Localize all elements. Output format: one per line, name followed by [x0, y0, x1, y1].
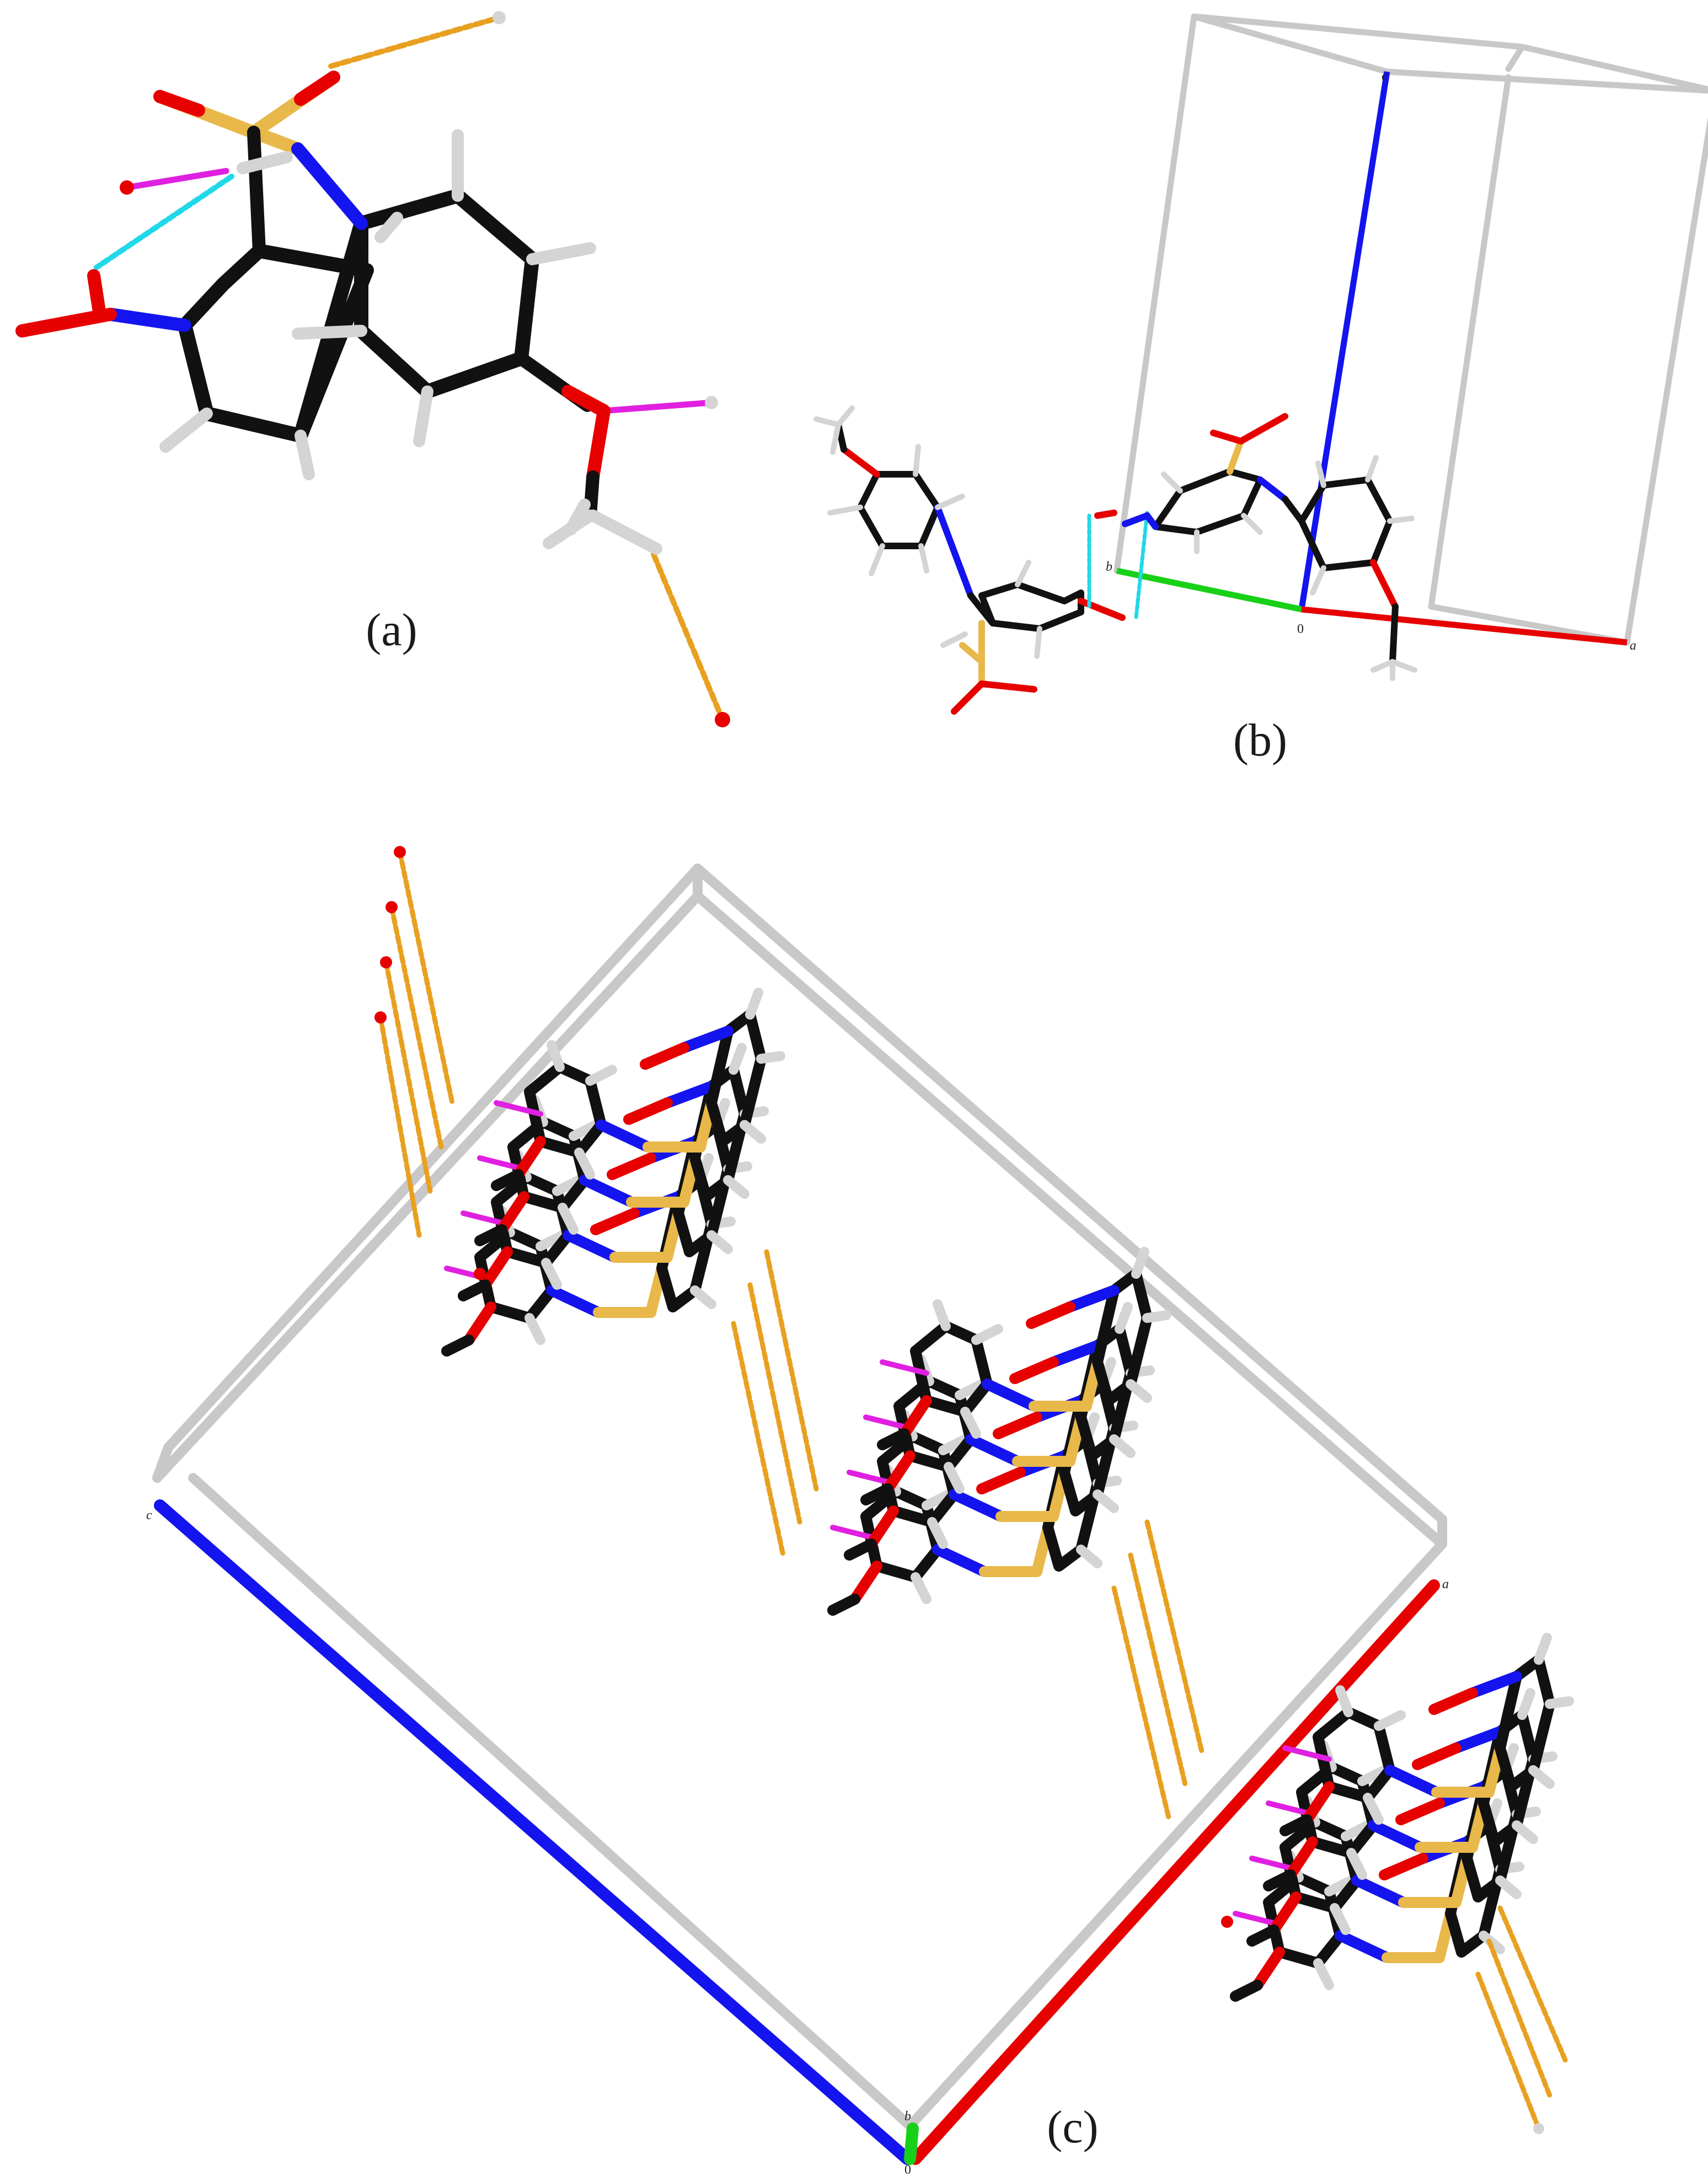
panel-a-molecule: (a) — [15, 11, 730, 727]
axis-label-a-c: a — [1442, 1577, 1449, 1591]
nitro-o1 — [15, 308, 117, 337]
axis-label-a-b: a — [1630, 639, 1636, 653]
unit-cell-box-b — [1113, 13, 1708, 646]
acceptor-atom-h-c — [1533, 2123, 1544, 2134]
hbond-magenta-oh — [601, 399, 715, 414]
methoxy-o — [561, 385, 611, 417]
axis-a-b — [1301, 606, 1627, 646]
sulfonyl-o2 — [294, 71, 340, 106]
acceptor-atom-top — [492, 11, 506, 24]
hydrogen-atoms-a — [159, 129, 662, 555]
n-h-bond — [237, 151, 293, 174]
nitro-o2 — [87, 269, 106, 318]
axis-c-b — [1298, 71, 1390, 610]
panel-c-label: (c) — [1047, 2102, 1098, 2153]
methyl-bond — [583, 470, 599, 522]
axis-label-origin-c: 0 — [904, 2163, 911, 2176]
nitro-n-c — [104, 308, 191, 332]
sulfonyl-s-n — [247, 126, 304, 156]
acceptor-atom-left — [120, 180, 134, 195]
hbond-orange-top — [328, 15, 502, 69]
axis-b-b — [1116, 567, 1303, 613]
panel-c-packing: c a b 0 — [146, 846, 1569, 2176]
hbond-magenta-nh — [124, 168, 229, 191]
axis-b-c — [904, 2123, 919, 2165]
sulfonyl-o1 — [153, 90, 205, 117]
axis-label-b-c: b — [904, 2109, 911, 2124]
methoxy-o-c — [586, 404, 611, 484]
molecule-stack-1 — [447, 993, 780, 1351]
acceptor-atom-right — [705, 396, 718, 409]
panel-b-label: (b) — [1233, 715, 1287, 766]
molecule-b-left — [813, 405, 1126, 715]
axis-label-b-b: b — [1106, 560, 1112, 574]
acceptor-atoms-c — [374, 846, 1233, 1928]
axis-label-c-c: c — [146, 1508, 152, 1523]
hbond-orange-bottom — [651, 551, 725, 722]
molecule-stack-3 — [1235, 1638, 1569, 1996]
axis-a-c — [909, 1579, 1440, 2165]
axis-label-origin-b: 0 — [1297, 622, 1304, 636]
molecule-b-right — [1094, 413, 1417, 681]
axis-label-c-b: c — [1382, 69, 1388, 83]
hbond-cyan-b-2 — [1134, 511, 1149, 620]
axis-c-c — [154, 1499, 913, 2165]
panel-b-unit-cell: c b a 0 — [813, 13, 1708, 766]
acceptor-atom-bottom — [715, 712, 730, 727]
s-c-bond — [247, 126, 266, 258]
n-bond — [291, 142, 368, 230]
hbond-orange-chains-c — [378, 849, 1569, 2131]
molecule-stack-2 — [833, 1252, 1166, 1610]
hbond-cyan-intramolecular — [94, 174, 234, 270]
panel-a-label: (a) — [366, 604, 417, 656]
